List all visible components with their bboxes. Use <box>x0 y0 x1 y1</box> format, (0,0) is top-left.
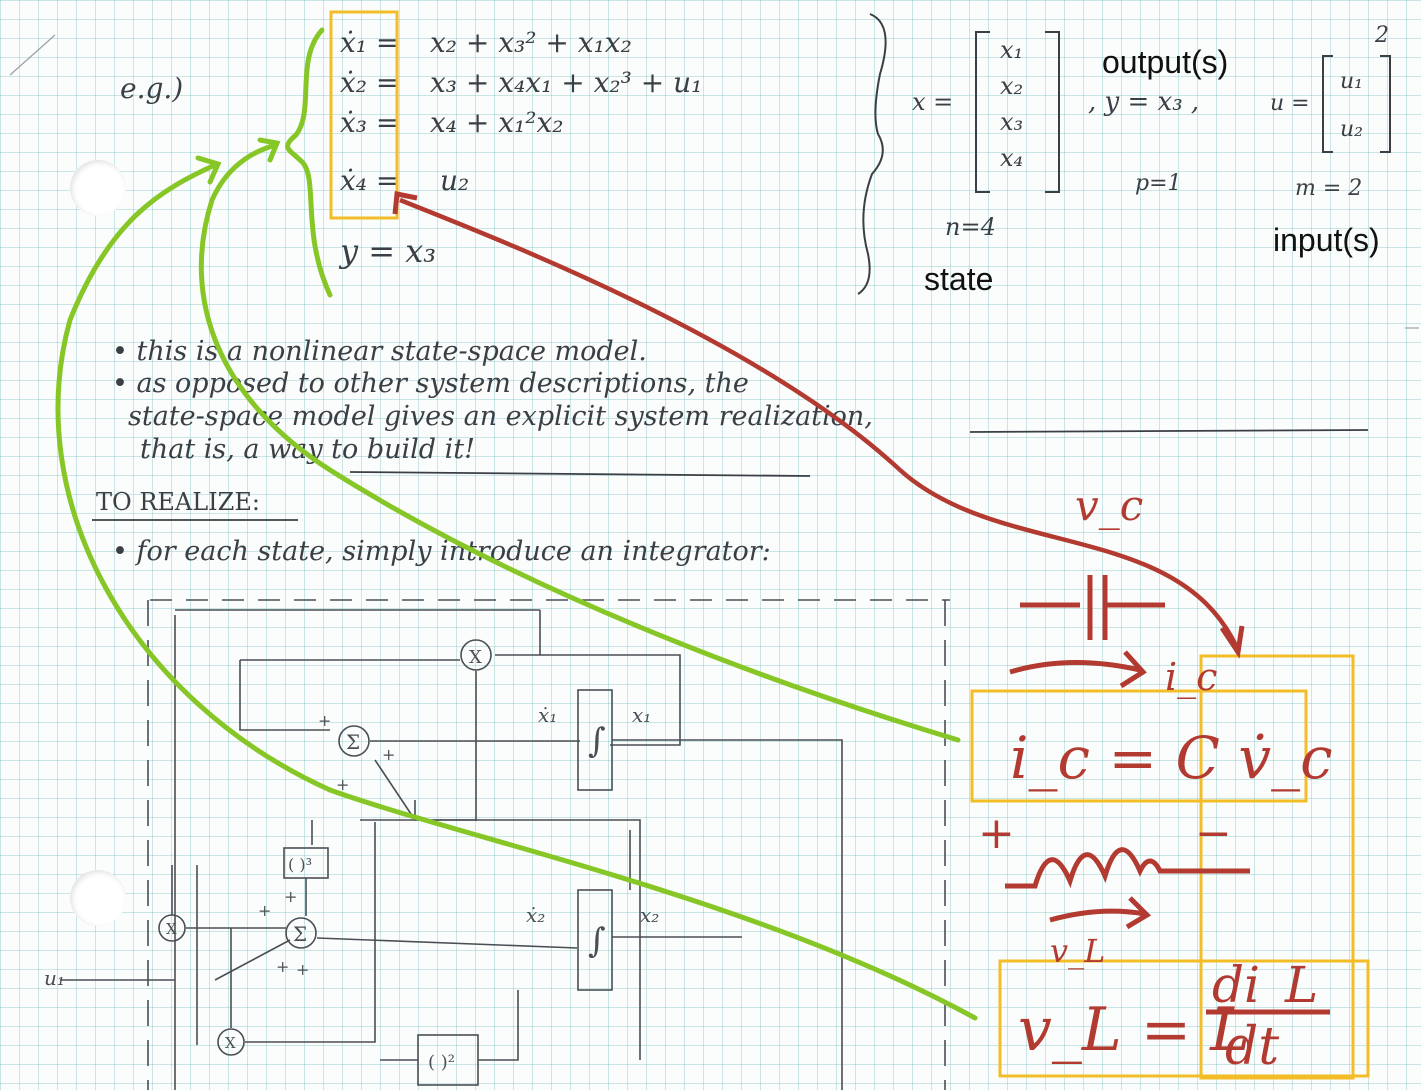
superscript-two: 2 <box>1374 23 1389 48</box>
ic-arrow-label: i_c <box>1165 655 1217 700</box>
eq2-rhs: x₃ + x₄x₁ + x₂³ + u₁ <box>430 66 702 99</box>
heading-to-realize: TO REALIZE: <box>96 488 260 516</box>
eq1-rhs: x₂ + x₃² + x₁x₂ <box>430 26 632 59</box>
multiplier-node-x1x2 <box>460 639 492 671</box>
input-vector-u1: u₁ <box>1340 69 1363 94</box>
eq4-rhs: u₂ <box>440 164 469 197</box>
plus-1: + <box>318 711 331 730</box>
circuit-plus: + <box>978 808 1015 859</box>
mult-label-3: X <box>225 1034 236 1052</box>
inductor-equation: v_L = L <box>1018 995 1250 1065</box>
capacitor-equation-box <box>970 689 1308 803</box>
binder-hole-top <box>70 160 126 216</box>
circuit-annotations: v_c i_c i_c = C v̇_c + − v_L v_L = L di_… <box>392 191 1333 1077</box>
eq3-lhs: ẋ₃ = <box>340 106 399 139</box>
state-vector-lhs: x = <box>912 88 953 116</box>
state-vector-x1: x₁ <box>1000 36 1023 64</box>
input-vector-lhs: u = <box>1270 91 1310 116</box>
state-vector-x4: x₄ <box>1000 144 1023 172</box>
eq4-lhs: ẋ₄ = <box>340 164 399 197</box>
sum-label-1: Σ <box>346 730 360 754</box>
red-link-arrow <box>399 197 1241 651</box>
capacitor-equation: i_c = C v̇_c <box>1010 724 1333 792</box>
x2-dot-label: ẋ₂ <box>526 903 545 927</box>
vc-top-label: v_c <box>1075 481 1143 530</box>
multiplier-node-3 <box>217 1028 245 1056</box>
plus-4: + <box>258 901 271 920</box>
sum-node-1 <box>338 725 370 757</box>
output-label: output(s) <box>1102 44 1229 80</box>
binder-hole-bottom <box>70 870 126 926</box>
x2-label: x₂ <box>640 903 659 927</box>
eg-label: e.g.) <box>120 72 183 105</box>
notes: • this is a nonlinear state-space model.… <box>92 336 1369 567</box>
eq2-lhs: ẋ₂ = <box>340 66 399 99</box>
mult-label-2: X <box>166 920 177 938</box>
note-realization: state-space model gives an explicit syst… <box>128 401 873 432</box>
state-derivatives-box <box>329 10 399 220</box>
block-diagram <box>60 599 950 1090</box>
note-build: that is, a way to build it! <box>140 434 475 465</box>
state-equations: e.g.) 2 ẋ₁ = x₂ + x₃² + x₁x₂ ẋ₂ = x₃ + x… <box>120 13 1391 295</box>
derivative-column-box <box>1199 654 1355 1080</box>
green-arrow-1 <box>198 142 961 743</box>
mult-label-1: X <box>469 647 482 668</box>
state-label: state <box>924 261 994 297</box>
di-numerator: di_L <box>1212 956 1318 1014</box>
circuit-minus: − <box>1195 808 1232 859</box>
integral-label-2: ∫ <box>588 921 606 961</box>
inductor-equation-box <box>998 959 1370 1078</box>
note-opposed: • as opposed to other system description… <box>112 368 749 399</box>
green-brace <box>285 27 333 298</box>
eq1-lhs: ẋ₁ = <box>340 26 399 59</box>
integral-label-1: ∫ <box>588 721 606 761</box>
m-value: m = 2 <box>1295 176 1362 201</box>
pencil-marks <box>9 34 1419 329</box>
square-label: ( )² <box>428 1052 455 1073</box>
plus-5: + <box>284 887 297 906</box>
n-value: n=4 <box>945 213 996 241</box>
note-nonlinear: • this is a nonlinear state-space model. <box>112 336 647 367</box>
state-vector-x2: x₂ <box>1000 72 1023 100</box>
note-integrator: • for each state, simply introduce an in… <box>112 536 771 567</box>
eq3-rhs: x₄ + x₁²x₂ <box>430 106 564 139</box>
cube-label: ( )³ <box>288 855 312 874</box>
green-annotations <box>55 27 978 1021</box>
x1-dot-label: ẋ₁ <box>538 703 557 727</box>
u1-label: u₁ <box>44 966 65 990</box>
p-value: p=1 <box>1135 171 1182 196</box>
sum-node-2 <box>285 917 317 949</box>
plus-2: + <box>382 745 395 764</box>
input-vector-u2: u₂ <box>1340 117 1363 142</box>
output-definition: , y = x₃ , <box>1088 87 1199 117</box>
plus-7: + <box>296 960 309 979</box>
block-diagram-labels: X Σ Σ X X ∫ ∫ ẋ₁ x₁ ẋ₂ x₂ ( )³ ( )² u₁ +… <box>44 647 659 1073</box>
integrator-block-2 <box>577 889 613 991</box>
state-vector-x3: x₃ <box>1000 108 1023 136</box>
x1-label: x₁ <box>632 703 651 727</box>
highlight-boxes <box>329 10 1370 1080</box>
plus-6: + <box>276 957 289 976</box>
input-label: input(s) <box>1273 222 1380 258</box>
plus-3: + <box>336 775 349 794</box>
output-equation: y = x₃ <box>338 232 436 270</box>
sum-label-2: Σ <box>293 922 307 946</box>
dt-denominator: dt <box>1225 1017 1279 1077</box>
vl-symbol: v_L <box>1050 932 1105 970</box>
green-arrow-2 <box>55 162 978 1021</box>
